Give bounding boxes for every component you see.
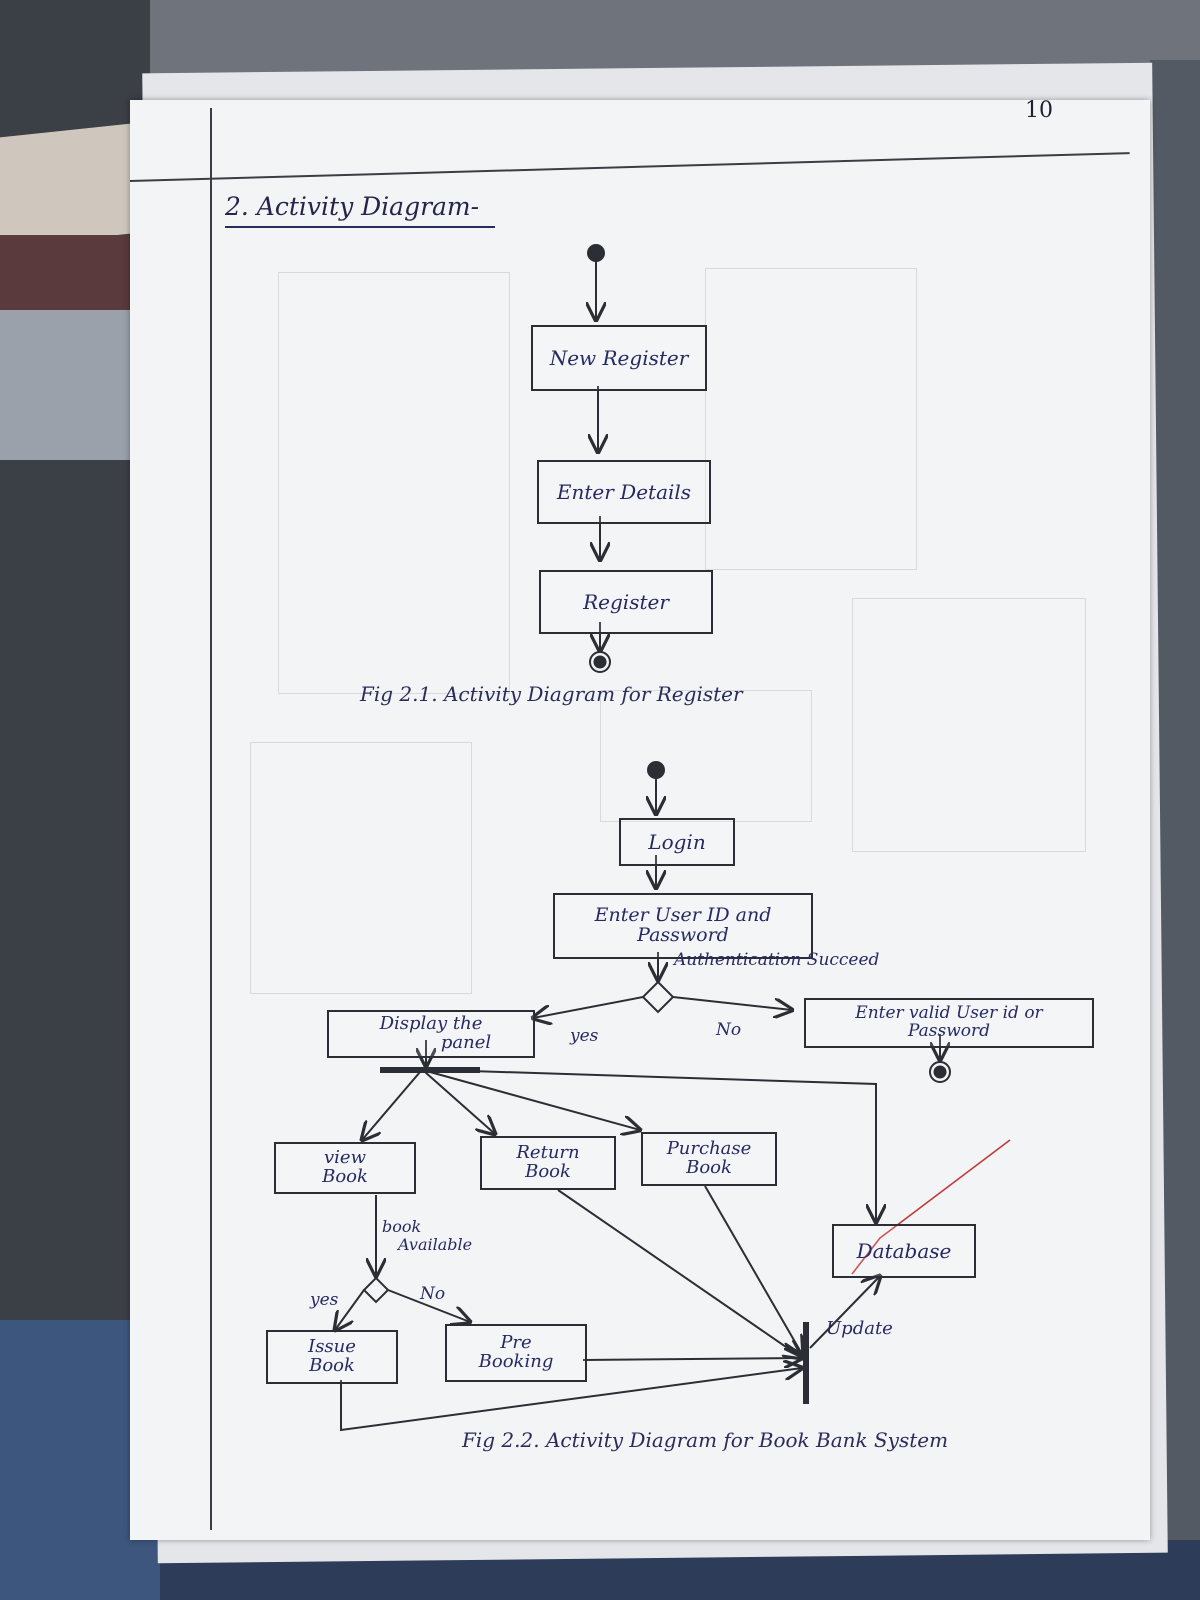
activity-label-line1: view: [324, 1147, 366, 1169]
activity-label-line2: panel: [440, 1032, 492, 1053]
bleed-through-box: [250, 742, 472, 994]
activity-label-line1: Purchase: [666, 1138, 752, 1160]
activity-label: New Register: [549, 345, 689, 370]
background-dark-strip: [0, 235, 140, 315]
end-node-inner-2: [933, 1065, 947, 1079]
activity-purchase-book: Purchase Book: [641, 1132, 777, 1186]
activity-label: Database: [856, 1238, 952, 1263]
activity-label-line2: Password: [637, 924, 729, 946]
activity-login: Login: [619, 818, 735, 866]
activity-invalid-credentials: Enter valid User id or Password: [804, 998, 1094, 1048]
flow-arrow: [533, 996, 644, 1018]
flow-arrow: [424, 1071, 495, 1134]
flow-arrow: [439, 1069, 876, 1222]
title-underline: [225, 226, 495, 228]
activity-label: Enter Details: [556, 479, 692, 504]
margin-line: [210, 108, 212, 1530]
figure-caption-1: Fig 2.1. Activity Diagram for Register: [360, 682, 743, 706]
guard-book-available: book Available: [382, 1218, 472, 1254]
start-node: [587, 244, 605, 262]
activity-label-line2: Password: [907, 1021, 991, 1041]
flow-arrow: [704, 1185, 802, 1354]
activity-label-line1: Enter valid User id or: [855, 1003, 1043, 1024]
bleed-through-box: [705, 268, 917, 570]
flow-arrow: [557, 1189, 802, 1358]
activity-label-line2: Booking: [478, 1351, 554, 1372]
activity-enter-details: Enter Details: [537, 460, 711, 524]
bleed-through-box: [852, 598, 1086, 852]
activity-enter-credentials: Enter User ID and Password: [553, 893, 813, 959]
teacher-check-mark: [851, 1139, 1011, 1275]
flow-arrow: [809, 1276, 880, 1349]
end-node-inner: [593, 655, 607, 669]
activity-register: Register: [539, 570, 713, 634]
background-grey-block: [0, 310, 145, 460]
guard-yes-2: yes: [310, 1290, 339, 1310]
flow-arrow: [335, 1289, 365, 1330]
activity-issue-book: Issue Book: [266, 1330, 398, 1384]
section-title: 2. Activity Diagram-: [225, 192, 480, 221]
activity-label-line2: Book: [322, 1166, 368, 1187]
activity-label-line1: Display the: [379, 1013, 483, 1035]
activity-label: Login: [648, 829, 706, 854]
activity-new-register: New Register: [531, 325, 707, 391]
start-node-2: [647, 761, 665, 779]
bleed-through-box: [278, 272, 510, 694]
notebook-page: [130, 100, 1150, 1540]
figure-caption-2: Fig 2.2. Activity Diagram for Book Bank …: [462, 1428, 949, 1452]
flow-arrow: [362, 1071, 421, 1140]
guard-no: No: [716, 1020, 742, 1040]
activity-label-line1: Enter User ID and: [594, 904, 772, 927]
flow-arrow: [387, 1289, 470, 1322]
activity-return-book: Return Book: [480, 1136, 616, 1190]
end-node-outer: [589, 651, 611, 673]
activity-label-line2: Book: [525, 1161, 571, 1182]
activity-label-line1: Pre: [500, 1332, 532, 1354]
guard-book-available-line1: book: [382, 1217, 422, 1236]
guard-authentication: Authentication Succeed: [674, 950, 880, 970]
flow-arrow: [582, 1358, 802, 1360]
page-number: 10: [1025, 98, 1053, 123]
activity-label-line2: Book: [309, 1355, 355, 1376]
activity-display-panel: Display the panel: [327, 1010, 535, 1058]
activity-database: Database: [832, 1224, 976, 1278]
activity-label-line2: Book: [686, 1157, 732, 1178]
update-label: Update: [826, 1318, 893, 1339]
activity-label-line1: Issue: [308, 1336, 356, 1358]
guard-yes: yes: [570, 1026, 599, 1046]
decision-node-2: [362, 1276, 390, 1304]
activity-pre-booking: Pre Booking: [445, 1324, 587, 1382]
flow-arrow: [429, 1071, 640, 1130]
flow-arrow: [672, 996, 792, 1010]
activity-view-book: view Book: [274, 1142, 416, 1194]
guard-no-2: No: [420, 1284, 446, 1304]
flow-arrow: [340, 1368, 802, 1432]
bleed-through-box: [600, 690, 812, 822]
guard-book-available-line2: Available: [398, 1235, 473, 1254]
activity-label: Register: [583, 589, 669, 614]
decision-node: [641, 980, 675, 1014]
activity-label-line1: Return: [516, 1142, 580, 1164]
end-node-outer-2: [929, 1061, 951, 1083]
